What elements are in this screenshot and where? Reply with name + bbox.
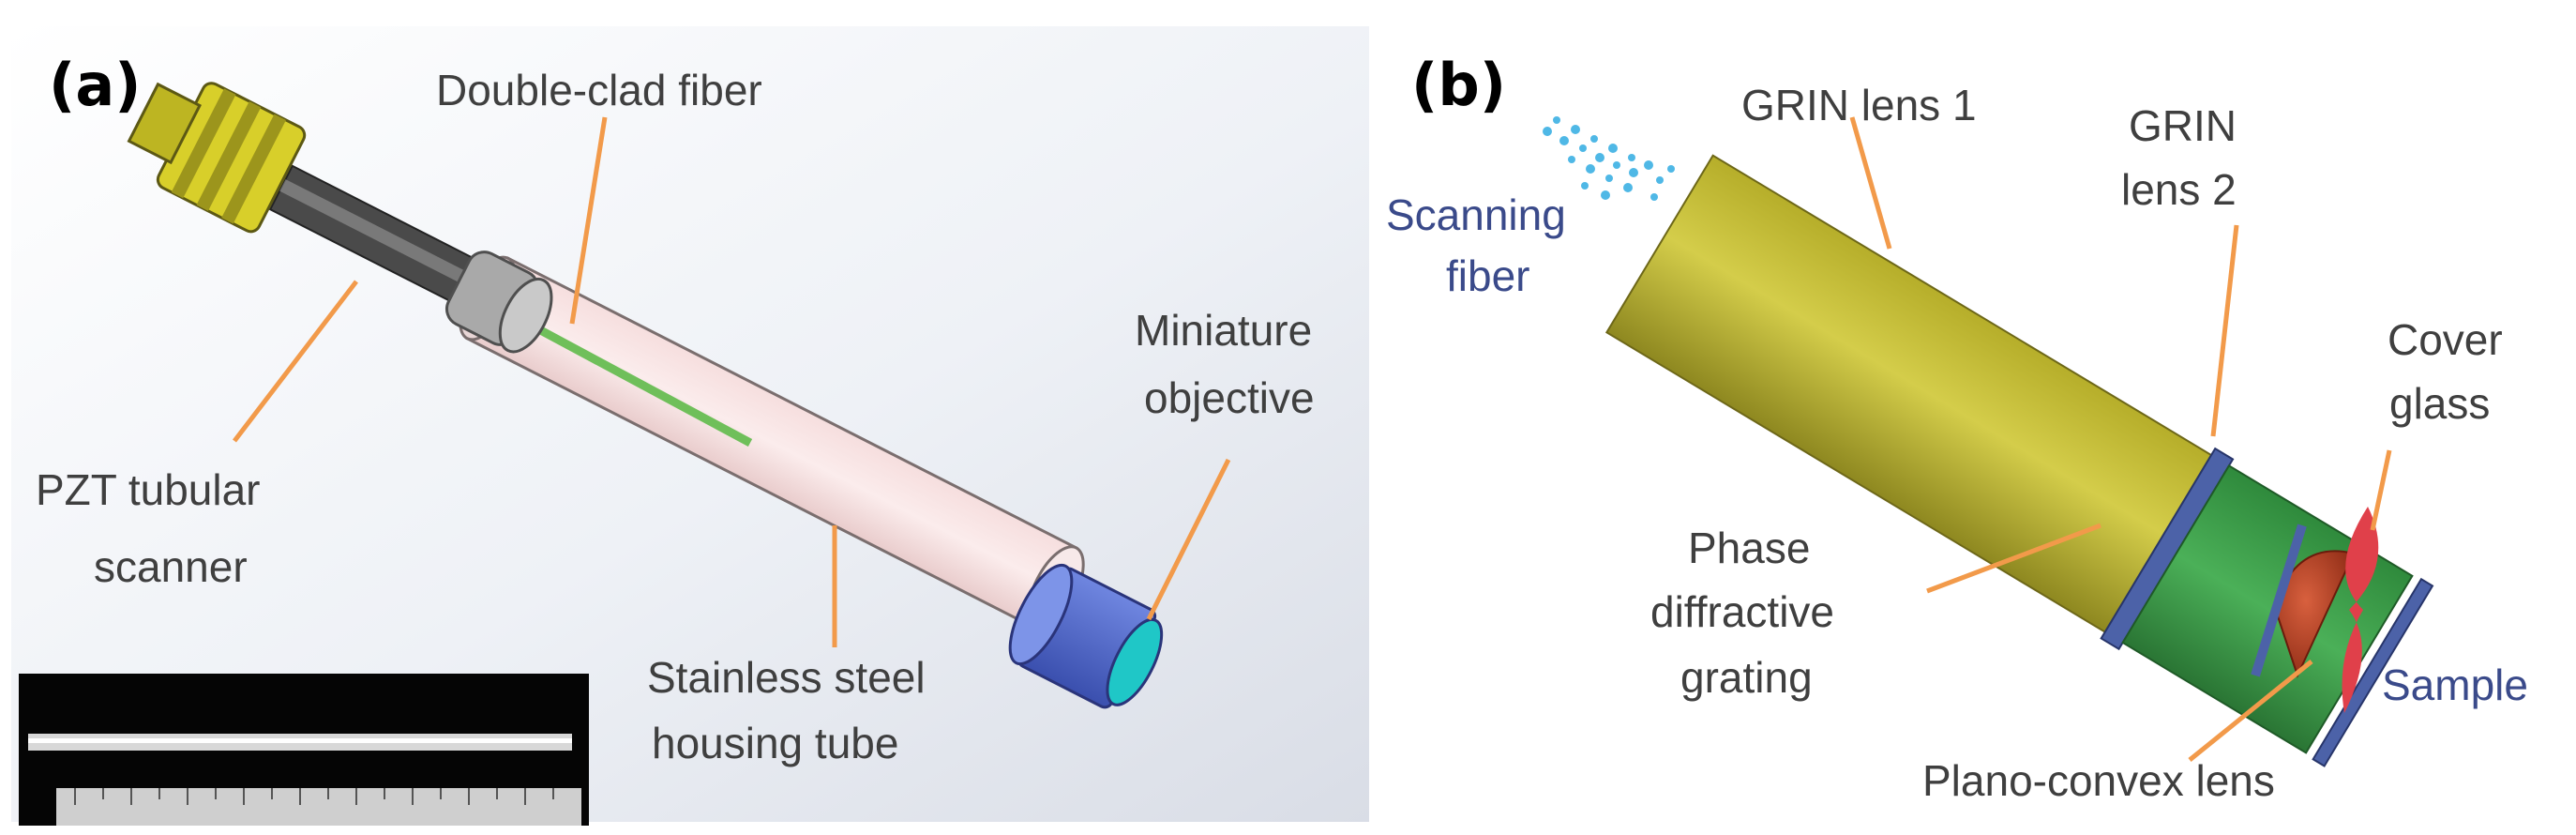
- label-stainless-steel: Stainless steel: [647, 653, 926, 702]
- label-double-clad-fiber: Double-clad fiber: [436, 66, 762, 114]
- ferrule: [445, 250, 553, 354]
- miniature-objective: [1008, 563, 1164, 709]
- label-scanner: scanner: [94, 542, 248, 591]
- cover-glass: [2312, 577, 2434, 767]
- scanning-fiber-spray: [1543, 116, 1675, 201]
- leader-cover-glass: [2370, 449, 2392, 531]
- label-fiber: fiber: [1446, 251, 1529, 300]
- panel-a-tag: (a): [49, 51, 142, 119]
- panel-a-leaders: [233, 116, 1231, 647]
- sample: [2342, 507, 2379, 713]
- label-scanning: Scanning: [1386, 190, 1566, 239]
- label-grating: grating: [1680, 653, 1813, 702]
- leader-phase-grating: [1926, 523, 2101, 594]
- label-cover: Cover: [2388, 315, 2503, 364]
- leader-pzt: [233, 280, 358, 443]
- panel-a: (a) Double-clad fiber Miniature objectiv…: [11, 26, 1369, 826]
- panel-b: (b): [1386, 51, 2528, 805]
- label-miniature: Miniature: [1135, 306, 1312, 355]
- plano-convex-flat-face: [2251, 524, 2307, 677]
- pzt-connector: [127, 82, 307, 234]
- leader-grin2: [2210, 224, 2239, 437]
- label-phase: Phase: [1688, 524, 1810, 572]
- panel-b-tag: (b): [1411, 51, 1506, 119]
- leader-objective: [1146, 458, 1231, 621]
- label-housing-tube: housing tube: [652, 719, 898, 767]
- lens-assembly: [1604, 154, 2434, 767]
- leader-double-clad-fiber: [569, 116, 608, 325]
- label-diffractive: diffractive: [1650, 587, 1834, 636]
- label-grin: GRIN: [2129, 101, 2237, 150]
- label-pzt-tubular: PZT tubular: [36, 465, 260, 514]
- label-objective: objective: [1144, 373, 1315, 422]
- inset-photo: [19, 674, 589, 826]
- label-lens-2: lens 2: [2121, 165, 2237, 214]
- panel-b-leaders: [1849, 116, 2392, 762]
- leader-plano-convex: [2188, 660, 2313, 762]
- label-grin-lens-1: GRIN lens 1: [1741, 81, 1977, 129]
- label-sample: Sample: [2382, 660, 2528, 709]
- leader-grin1: [1849, 116, 1892, 250]
- label-plano-convex-lens: Plano-convex lens: [1922, 756, 2275, 805]
- label-glass: glass: [2389, 379, 2490, 428]
- inset-ruler-ticks: [74, 788, 554, 805]
